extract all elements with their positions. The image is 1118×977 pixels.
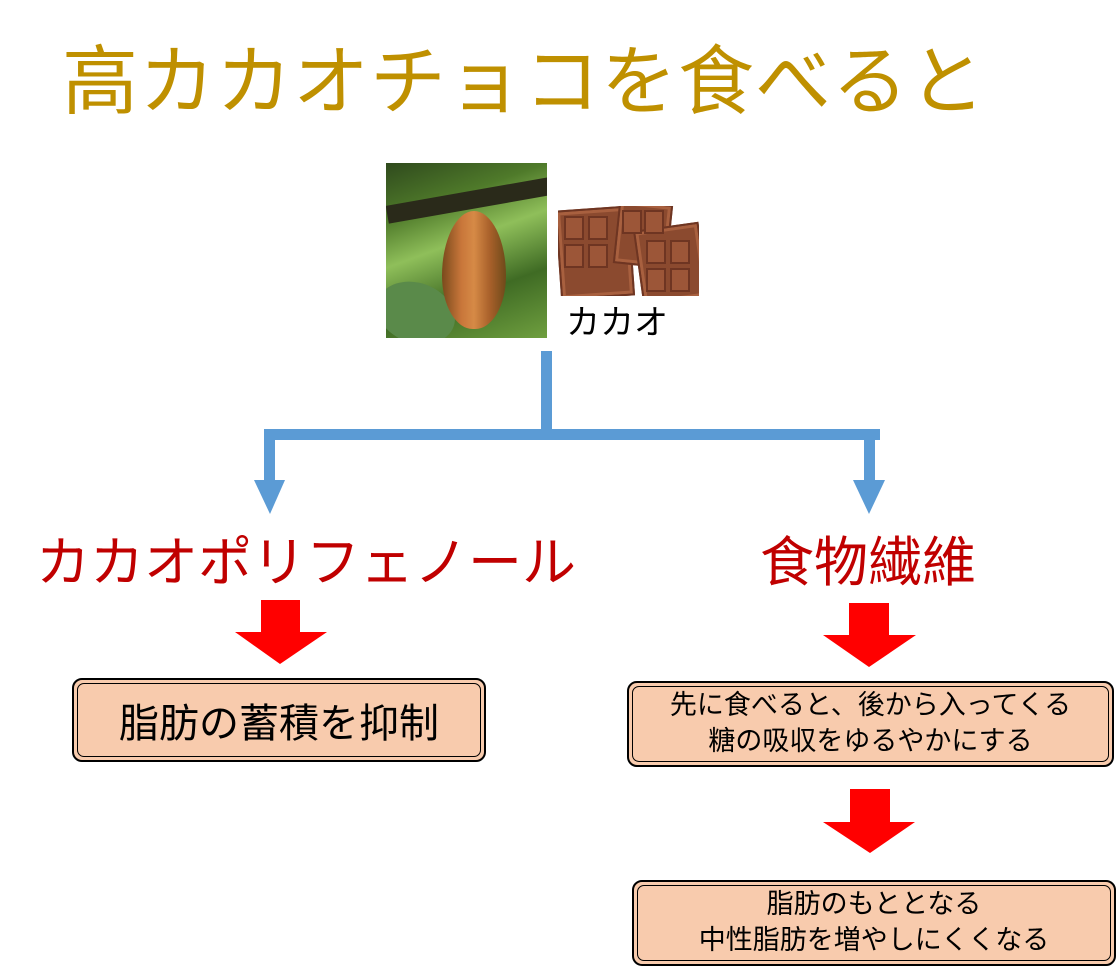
effect-arrow-right-2 <box>823 789 915 853</box>
chocolate-tile <box>588 244 608 268</box>
slide-title: 高カカオチョコを食べると <box>62 37 986 126</box>
connector-crossbar <box>264 429 880 440</box>
effect-text: 脂肪の蓄積を抑制 <box>119 701 439 747</box>
effect-box-fat-accumulation: 脂肪の蓄積を抑制 <box>72 678 486 762</box>
connector-stem <box>541 351 552 431</box>
effect-text-line-1: 先に食べると、後から入ってくる <box>669 690 1072 721</box>
chocolate-tile <box>564 244 584 268</box>
effect-text-line-2: 糖の吸収をゆるやかにする <box>708 726 1033 757</box>
chocolate-tile <box>644 210 664 234</box>
effect-box-neutral-fat: 脂肪のもととなる 中性脂肪を増やしにくくなる <box>632 880 1116 966</box>
cacao-label: カカオ <box>566 303 668 343</box>
chocolate-tile <box>646 240 666 264</box>
effect-arrow-right-1 <box>823 603 916 667</box>
effect-text-line-2: 中性脂肪を増やしにくくなる <box>698 925 1050 956</box>
branch-title-fiber: 食物繊維 <box>760 531 976 594</box>
branch-title-polyphenol: カカオポリフェノール <box>36 531 576 594</box>
connector-left-arrowhead <box>254 480 285 514</box>
chocolate-bars-photo <box>558 206 699 296</box>
connector-right-arrowhead <box>853 480 885 514</box>
effect-text-line-1: 脂肪のもととなる <box>766 889 982 920</box>
chocolate-tile <box>564 216 584 240</box>
chocolate-tile <box>588 216 608 240</box>
connector-left-drop <box>264 429 275 485</box>
cacao-pod-photo <box>386 163 547 338</box>
connector-right-drop <box>864 429 875 485</box>
chocolate-tile <box>622 210 642 234</box>
tree-connector <box>254 351 885 514</box>
chocolate-tile <box>646 268 666 292</box>
cacao-pod <box>442 211 506 329</box>
chocolate-tile <box>670 240 690 264</box>
chocolate-tile <box>670 268 690 292</box>
effect-arrow-left <box>235 600 327 664</box>
effect-box-sugar-absorption: 先に食べると、後から入ってくる 糖の吸収をゆるやかにする <box>627 681 1114 767</box>
